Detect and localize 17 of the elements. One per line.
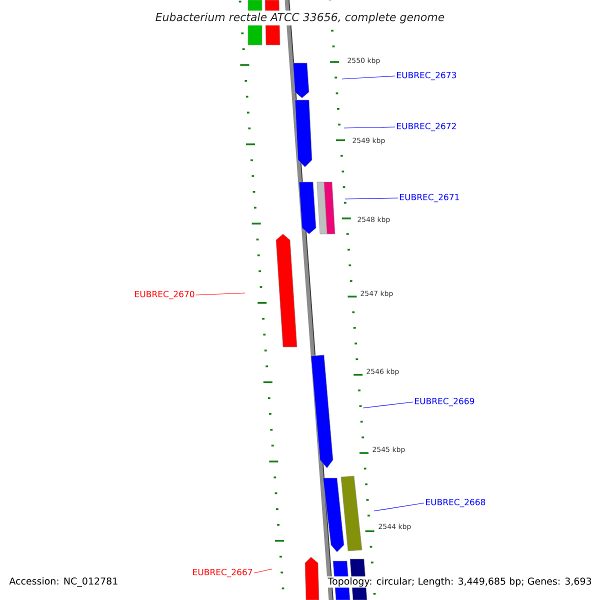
accession-label: Accession: NC_012781 <box>8 576 120 588</box>
gene-label: EUBREC_2670 <box>135 290 194 300</box>
leader-line <box>344 126 396 128</box>
leader-line <box>344 198 398 200</box>
genome-info-label: Topology: circular; Length: 3,449,685 bp; Genes: 3,693 <box>326 576 593 588</box>
leader-line <box>374 502 424 512</box>
gene-label: EUBREC_2669 <box>415 398 474 406</box>
leader-line <box>196 292 246 296</box>
gene-label: EUBREC_2667 <box>193 568 252 578</box>
gene-label: EUBREC_2673 <box>397 72 456 80</box>
gene-label: EUBREC_2672 <box>397 122 456 132</box>
leader-line <box>342 76 396 80</box>
gene-label: EUBREC_2668 <box>426 498 486 508</box>
leader-line <box>362 402 414 408</box>
gene-label: EUBREC_2671 <box>400 194 459 202</box>
leader-line <box>254 568 272 574</box>
title: Eubacterium rectale ATCC 33656, complete genome <box>153 10 447 26</box>
